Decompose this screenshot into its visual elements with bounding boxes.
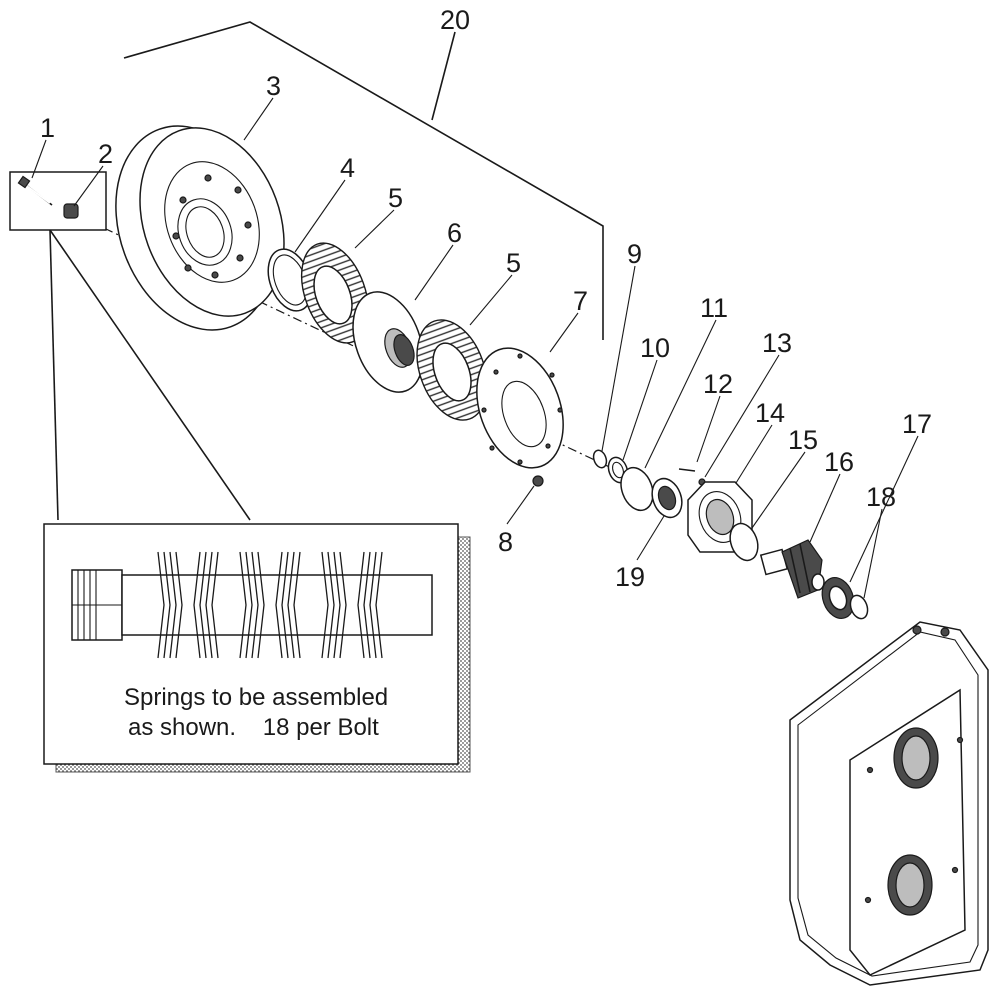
callout-13: 13 (762, 328, 792, 358)
callout-15: 15 (788, 425, 818, 455)
disc-spring (157, 551, 165, 659)
disc-spring (275, 551, 283, 659)
callout-12: 12 (703, 369, 733, 399)
bolt-part-12 (678, 468, 696, 472)
bolt-nut-box (9, 171, 107, 231)
spring-assembly-inset: Springs to be assembled as shown. 18 per… (43, 523, 471, 773)
inset-note-line-1: Springs to be assembled (124, 684, 388, 711)
disc-spring (281, 551, 289, 659)
disc-spring (321, 551, 329, 659)
disc-spring (245, 551, 253, 659)
disc-spring (251, 551, 259, 659)
disc-spring (327, 551, 335, 659)
spring-bolt-illustration (71, 551, 433, 659)
callout-6: 6 (447, 218, 462, 248)
callout-16: 16 (824, 447, 854, 477)
callout-numbers: 1 2 3 4 5 6 5 7 8 9 10 11 12 13 14 15 16… (40, 5, 932, 592)
disc-spring (169, 551, 177, 659)
callout-19: 19 (615, 562, 645, 592)
disc-spring (357, 551, 365, 659)
disc-spring (205, 551, 213, 659)
disc-spring (369, 551, 377, 659)
callout-17: 17 (902, 409, 932, 439)
callout-leaders (31, 97, 919, 599)
disc-spring (239, 551, 247, 659)
bearing-part-17 (821, 577, 855, 619)
nut-part-8 (532, 475, 544, 487)
flywheel-bolt-holes (172, 174, 252, 279)
disc-spring (193, 551, 201, 659)
clutch-plate-part-6 (352, 291, 424, 393)
nut-part-2 (63, 203, 79, 219)
callout-4: 4 (340, 153, 355, 183)
pressure-plate-part-7 (476, 347, 564, 469)
callout-5a: 5 (388, 183, 403, 213)
assembly-bracket-20 (123, 21, 604, 340)
callout-1: 1 (40, 113, 55, 143)
bearing-part-19 (651, 477, 683, 519)
ring-part-4 (267, 248, 313, 312)
bearing-ring-part-11 (620, 466, 654, 512)
callout-8: 8 (498, 527, 513, 557)
disc-springs (157, 551, 383, 659)
snap-ring-part-18 (849, 594, 869, 620)
friction-disc-part-5b (416, 319, 488, 421)
callout-9: 9 (627, 239, 642, 269)
disc-spring (333, 551, 341, 659)
callout-14: 14 (755, 398, 785, 428)
flywheel-part-3 (115, 125, 285, 331)
callout-5b: 5 (506, 248, 521, 278)
callout-2: 2 (98, 139, 113, 169)
o-ring-part-15 (729, 522, 759, 562)
gearbox-housing (789, 621, 989, 986)
friction-disc-part-5a (300, 242, 370, 344)
gear-shaft-part-16 (759, 539, 825, 599)
disc-spring (287, 551, 295, 659)
snap-ring-part-9 (592, 449, 608, 469)
disc-spring (339, 551, 347, 659)
bolt-part-1 (17, 175, 53, 206)
disc-spring (257, 551, 265, 659)
disc-spring (293, 551, 301, 659)
inset-leaders (49, 229, 251, 521)
callout-20: 20 (440, 5, 470, 35)
callout-18: 18 (866, 482, 896, 512)
disc-spring (375, 551, 383, 659)
disc-spring (175, 551, 183, 659)
disc-spring (163, 551, 171, 659)
callout-10: 10 (640, 333, 670, 363)
callout-7: 7 (573, 286, 588, 316)
disc-spring (211, 551, 219, 659)
callout-3: 3 (266, 71, 281, 101)
inset-note-line-2: as shown. 18 per Bolt (128, 714, 379, 741)
callout-11: 11 (700, 293, 728, 323)
disc-spring (363, 551, 371, 659)
disc-spring (199, 551, 207, 659)
